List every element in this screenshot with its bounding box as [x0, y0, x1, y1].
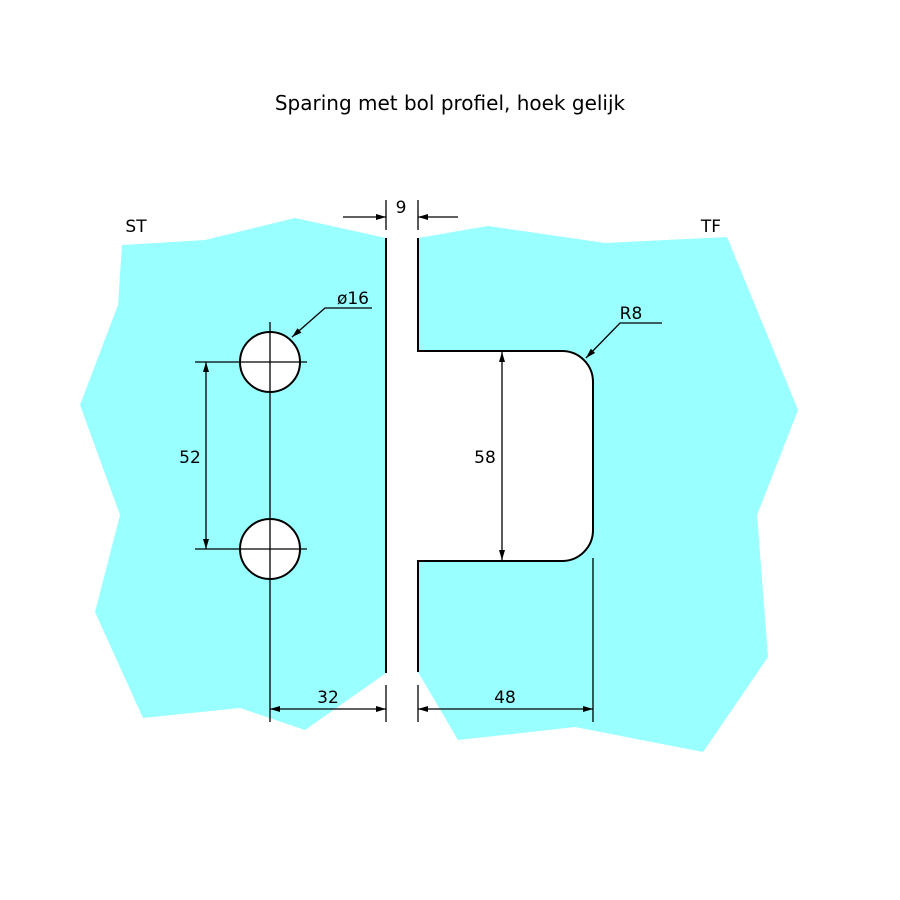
dim-32-text: 32 — [317, 688, 339, 708]
centerlines — [195, 322, 307, 722]
dim-48 — [417, 558, 594, 722]
dim-9 — [343, 200, 458, 230]
dim-58-text: 58 — [474, 448, 496, 468]
dim-48-text: 48 — [494, 688, 516, 708]
dim-radius-text: R8 — [620, 304, 643, 324]
title: Sparing met bol profiel, hoek gelijk — [275, 91, 626, 115]
dim-radius-leader — [585, 322, 662, 359]
right-glass-panel — [418, 226, 798, 752]
notch-outline — [417, 238, 594, 672]
label-tf: TF — [700, 217, 721, 237]
dim-32 — [270, 685, 387, 722]
dim-52-text: 52 — [179, 448, 201, 468]
dim-diameter-leader — [291, 307, 372, 338]
left-glass-panel — [80, 218, 386, 730]
label-st: ST — [125, 217, 147, 237]
dim-diameter-text: ø16 — [337, 289, 369, 309]
dim-9-text: 9 — [396, 198, 407, 218]
